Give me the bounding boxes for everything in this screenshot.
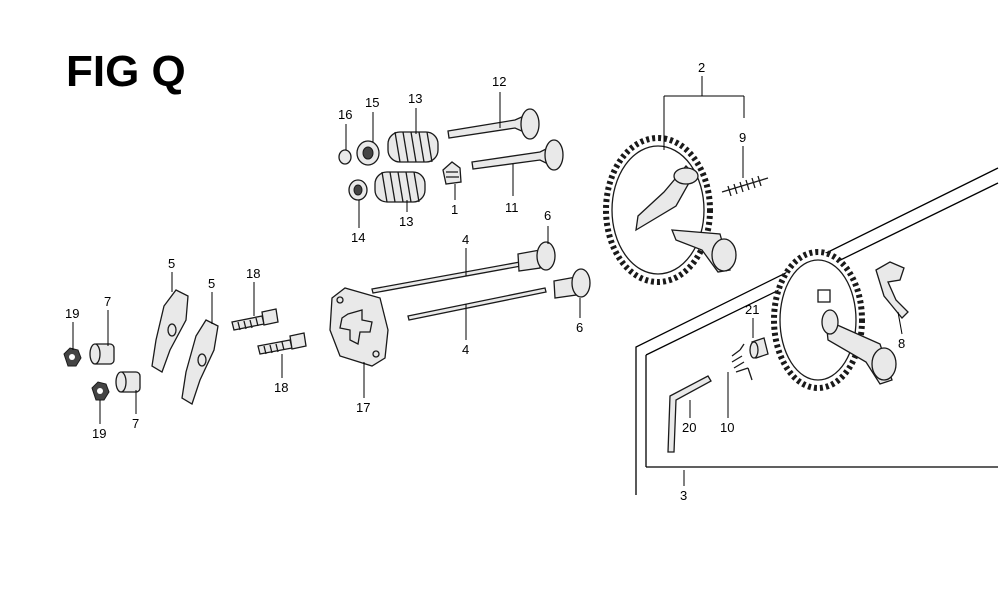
- callout-7-upper: 7: [104, 294, 111, 309]
- callout-10: 10: [720, 420, 734, 435]
- callout-1: 1: [451, 202, 458, 217]
- callout-19-lower: 19: [92, 426, 106, 441]
- part-13-valve-spring-upper: [387, 131, 439, 163]
- callout-13-upper: 13: [408, 91, 422, 106]
- callout-4-upper: 4: [462, 232, 469, 247]
- callout-18-lower: 18: [274, 380, 288, 395]
- callout-5-right: 5: [208, 276, 215, 291]
- callout-6-upper: 6: [544, 208, 551, 223]
- callout-4-lower: 4: [462, 342, 469, 357]
- part-7-pivot-lower: [115, 371, 141, 393]
- callout-19-upper: 19: [65, 306, 79, 321]
- part-3-camshaft-assembly-gear: [771, 249, 897, 391]
- callout-17: 17: [356, 400, 370, 415]
- callout-8: 8: [898, 336, 905, 351]
- part-9-spring: [721, 175, 769, 197]
- part-18-stud-upper: [231, 308, 279, 331]
- part-10-return-spring: [731, 343, 753, 381]
- part-13-valve-spring-lower: [374, 171, 426, 203]
- part-6-tappet-upper: [517, 241, 556, 272]
- part-18-stud-lower: [257, 332, 307, 355]
- part-19-nut-upper: [63, 347, 82, 367]
- callout-16: 16: [338, 107, 352, 122]
- part-4-push-rod-lower: [407, 287, 547, 321]
- part-12-valve: [447, 108, 540, 140]
- figure-title: FIG Q: [66, 47, 186, 96]
- callout-5-left: 5: [168, 256, 175, 271]
- part-21-pin: [749, 337, 769, 359]
- callout-21: 21: [745, 302, 759, 317]
- callout-13-lower: 13: [399, 214, 413, 229]
- part-17-push-rod-guide-plate: [329, 287, 389, 367]
- part-5-rocker-arm-left: [151, 289, 189, 373]
- part-14-retainer: [348, 179, 368, 201]
- part-15-retainer: [356, 140, 380, 166]
- callout-15: 15: [365, 95, 379, 110]
- part-6-tappet-lower: [553, 268, 591, 299]
- part-1-valve-seal: [442, 161, 462, 185]
- callout-11: 11: [505, 200, 519, 215]
- part-16-keeper: [338, 149, 352, 165]
- callout-14: 14: [351, 230, 365, 245]
- part-2-camshaft-gear: [603, 135, 737, 285]
- callout-6-lower: 6: [576, 320, 583, 335]
- part-11-valve: [471, 139, 564, 171]
- callout-18-upper: 18: [246, 266, 260, 281]
- part-8-decompressor-lever: [875, 261, 909, 319]
- leader-lines: [72, 76, 903, 486]
- part-7-pivot-upper: [89, 343, 115, 365]
- callout-7-lower: 7: [132, 416, 139, 431]
- callout-20: 20: [682, 420, 696, 435]
- part-19-nut-lower: [91, 381, 110, 401]
- part-4-push-rod-upper: [371, 261, 522, 294]
- part-20-pin: [667, 375, 712, 453]
- callout-12: 12: [492, 74, 506, 89]
- part-5-rocker-arm-right: [181, 319, 219, 405]
- callout-3: 3: [680, 488, 687, 503]
- callout-9: 9: [739, 130, 746, 145]
- callout-2: 2: [698, 60, 705, 75]
- callout-labels: 2 9 12 11 1 13 13 15 16 14 4 4 6 6 5 5 1…: [65, 60, 905, 503]
